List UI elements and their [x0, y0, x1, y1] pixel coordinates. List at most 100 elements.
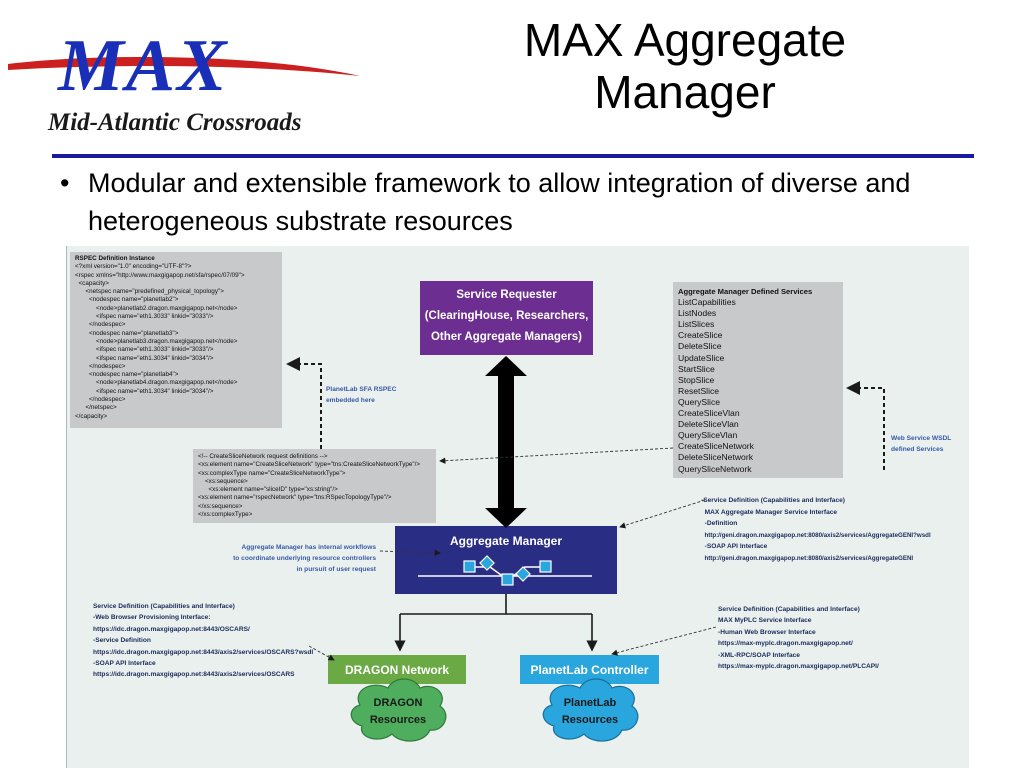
service-item: StartSlice: [678, 363, 715, 374]
bullet-text: Modular and extensible framework to allo…: [88, 168, 911, 236]
workflow-note: Aggregate Manager has internal workflows…: [196, 542, 376, 576]
logo-wordmark: MAX: [57, 25, 229, 107]
cs-line: <xs:element name="CreateSliceNetwork" ty…: [198, 461, 421, 469]
rspec-line: <ifspec name="eth1.3034" linkid="3034"/>: [75, 387, 214, 395]
service-item: DeleteSlice: [678, 341, 722, 352]
planetlab-controller: PlanetLab Controller: [520, 655, 659, 684]
dragon-service-definition: Service Definition (Capabilities and Int…: [93, 601, 333, 681]
dragon-def-line: https://idc.dragon.maxgigapop.net:8443/a…: [93, 648, 314, 656]
am-def-line: -Service Definition (Capabilities and In…: [701, 497, 845, 504]
rspec-line: </nodespec>: [75, 321, 126, 329]
planetlab-controller-label: PlanetLab Controller: [530, 663, 649, 677]
planetlab-def-line: https://max-myplc.dragon.maxgigapop.net/: [718, 640, 853, 648]
requester-line: Service Requester: [456, 289, 557, 301]
services-annotation-line: Web Service WSDL: [891, 435, 952, 442]
requester-line: (ClearingHouse, Researchers,: [424, 310, 589, 322]
planetlab-def-line: MAX MyPLC Service Interface: [718, 617, 812, 625]
service-item: QuerySliceVlan: [678, 430, 738, 441]
planetlab-def-line: -XML-RPC/SOAP Interface: [718, 651, 800, 659]
cs-line: <!-- CreateSliceNetwork request definiti…: [198, 453, 328, 460]
am-def-line: http://geni.dragon.maxgigapop.net:8080/a…: [701, 531, 931, 539]
aggregate-manager-box: Aggregate Manager: [395, 526, 617, 594]
rspec-line: </nodespec>: [75, 396, 126, 404]
service-item: ResetSlice: [678, 385, 720, 396]
diagram-panel-edge: [66, 246, 67, 768]
rspec-line: <nodespec name="planetlab2">: [75, 296, 179, 304]
dragon-def-line: https://idc.dragon.maxgigapop.net:8443/O…: [93, 625, 250, 633]
rspec-line: <node>planetlab3.dragon.maxgigapop.net</…: [75, 337, 238, 345]
cs-line: <xs:element name="rspecNetwork" type="tn…: [198, 494, 392, 502]
workflow-note-line: in pursuit of user request: [296, 566, 376, 574]
slide-title: MAX Aggregate Manager: [440, 14, 930, 118]
bullet-symbol: •: [60, 168, 70, 198]
rspec-line: <ifspec name="eth1.3033" linkid="3033"/>: [75, 346, 214, 354]
requester-line: Other Aggregate Managers): [430, 331, 583, 343]
cs-line: <xs:sequence>: [198, 477, 248, 485]
dragon-def-line: Service Definition (Capabilities and Int…: [93, 603, 235, 610]
defined-services-box: Aggregate Manager Defined Services ListC…: [673, 282, 843, 478]
cs-line: </xs:sequence>: [198, 502, 243, 510]
service-item: CreateSliceVlan: [678, 408, 740, 419]
workflow-note-line: to coordinate underlying resource contro…: [233, 555, 376, 563]
service-item: StopSlice: [678, 374, 715, 385]
rspec-line: </netspec>: [75, 404, 117, 412]
title-line-1: MAX Aggregate: [523, 14, 847, 66]
rspec-line: </capacity>: [75, 412, 108, 420]
service-item: ListCapabilities: [678, 297, 736, 308]
am-def-line: -Definition: [701, 520, 738, 528]
am-def-line: MAX Aggregate Manager Service Interface: [701, 508, 838, 516]
services-heading: Aggregate Manager Defined Services: [678, 287, 813, 296]
dragon-network-controller: DRAGON Network Controller: [328, 655, 466, 707]
service-item: DeleteSliceNetwork: [678, 452, 753, 463]
rspec-line: <node>planetlab4.dragon.maxgigapop.net</…: [75, 379, 238, 387]
service-item: QuerySlice: [678, 396, 721, 407]
rspec-definition-box: RSPEC Definition Instance <?xml version=…: [70, 252, 282, 428]
aggregate-manager-label: Aggregate Manager: [449, 534, 563, 548]
rspec-annotation-line: embedded here: [326, 396, 375, 404]
rspec-line: <netspec name="predefined_physical_topol…: [75, 288, 224, 296]
rspec-line: <ifspec name="eth1.3034" linkid="3034"/>: [75, 354, 214, 362]
cs-line: <xs:element name="sliceID" type="xs:stri…: [198, 486, 338, 494]
service-item: QuerySliceNetwork: [678, 463, 752, 474]
cs-line: </xs:complexType>: [198, 511, 253, 519]
title-line-2: Manager: [594, 66, 776, 118]
dragon-def-line: -SOAP API Interface: [93, 660, 156, 668]
am-def-line: -SOAP API Interface: [701, 543, 768, 551]
dragon-def-line: -Web Browser Provisioning Interface:: [93, 614, 211, 622]
planetlab-def-line: Service Definition (Capabilities and Int…: [718, 606, 860, 613]
rspec-line: <ifspec name="eth1.3033" linkid="3033"/>: [75, 313, 214, 321]
rspec-line: <nodespec name="planetlab3">: [75, 329, 179, 337]
service-item: CreateSlice: [678, 330, 723, 341]
logo-red-swoosh: [8, 56, 360, 76]
am-service-definition: -Service Definition (Capabilities and In…: [701, 495, 971, 565]
planetlab-service-definition: Service Definition (Capabilities and Int…: [718, 604, 968, 672]
logo-tagline: Mid-Atlantic Crossroads: [47, 109, 302, 136]
service-item: UpdateSlice: [678, 352, 725, 363]
title-divider: [52, 154, 974, 158]
workflow-note-line: Aggregate Manager has internal workflows: [241, 544, 376, 551]
rspec-line: <capacity>: [75, 279, 109, 287]
service-item: ListNodes: [678, 308, 717, 319]
rspec-annotation-line: PlanetLab SFA RSPEC: [326, 386, 397, 393]
cs-line: <xs:complexType name="CreateSliceNetwork…: [198, 469, 346, 477]
planetlab-def-line: -Human Web Browser Interface: [718, 628, 816, 636]
services-annotation: Web Service WSDL defined Services: [891, 433, 969, 455]
dragon-def-line: https://idc.dragon.maxgigapop.net:8443/a…: [93, 671, 295, 679]
rspec-line: <?xml version="1.0" encoding="UTF-8"?>: [75, 263, 192, 271]
rspec-line: <rspec xmlns="http://www.maxgigapop.net/…: [75, 271, 245, 279]
service-item: CreateSliceNetwork: [678, 441, 754, 452]
dragon-def-line: -Service Definition: [93, 637, 151, 645]
rspec-heading: RSPEC Definition Instance: [75, 255, 155, 262]
rspec-annotation: PlanetLab SFA RSPEC embedded here: [326, 385, 436, 406]
service-item: DeleteSliceVlan: [678, 419, 739, 430]
service-item: ListSlices: [678, 319, 715, 330]
services-annotation-line: defined Services: [891, 446, 944, 453]
planetlab-def-line: https://max-myplc.dragon.maxgigapop.net/…: [718, 663, 879, 671]
am-def-line: http://geni.dragon.maxgigapop.net:8080/a…: [701, 554, 914, 562]
max-logo: MAX Mid-Atlantic Crossroads: [8, 25, 360, 136]
rspec-line: </nodespec>: [75, 362, 126, 370]
rspec-line: <nodespec name="planetlab4">: [75, 371, 179, 379]
rspec-line: <node>planetlab2.dragon.maxgigapop.net</…: [75, 304, 238, 312]
create-slice-network-box: <!-- CreateSliceNetwork request definiti…: [193, 449, 436, 523]
service-requester-box: Service Requester (ClearingHouse, Resear…: [420, 281, 593, 355]
